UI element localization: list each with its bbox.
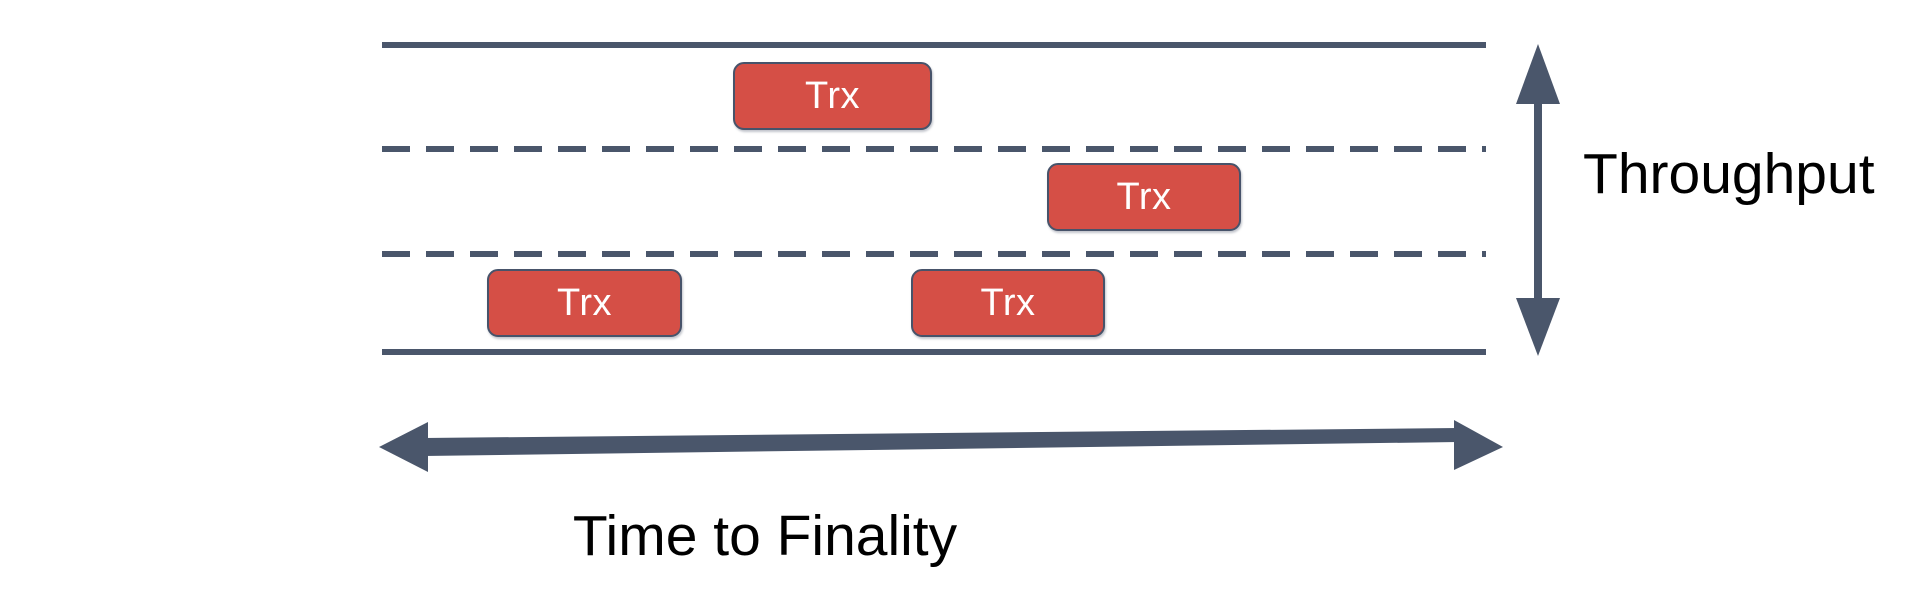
lane-line-top xyxy=(382,42,1486,48)
transaction-block[interactable]: Trx xyxy=(911,269,1105,337)
transaction-block[interactable]: Trx xyxy=(1047,163,1241,231)
lane-line-dashed-upper xyxy=(382,146,1486,152)
time-to-finality-axis-label: Time to Finality xyxy=(572,504,958,568)
transaction-block[interactable]: Trx xyxy=(733,62,932,130)
transaction-block-label: Trx xyxy=(1116,176,1172,218)
lane-line-dashed-lower xyxy=(382,251,1486,257)
transaction-block-label: Trx xyxy=(805,75,860,117)
double-headed-vertical-arrow-icon xyxy=(1498,42,1578,358)
double-headed-horizontal-arrow-icon xyxy=(376,412,1506,482)
transaction-block-label: Trx xyxy=(980,282,1036,324)
transaction-block-label: Trx xyxy=(557,282,612,324)
transaction-block[interactable]: Trx xyxy=(487,269,682,337)
lane-line-bottom xyxy=(382,349,1486,355)
throughput-axis-label: Throughput xyxy=(1583,142,1875,206)
